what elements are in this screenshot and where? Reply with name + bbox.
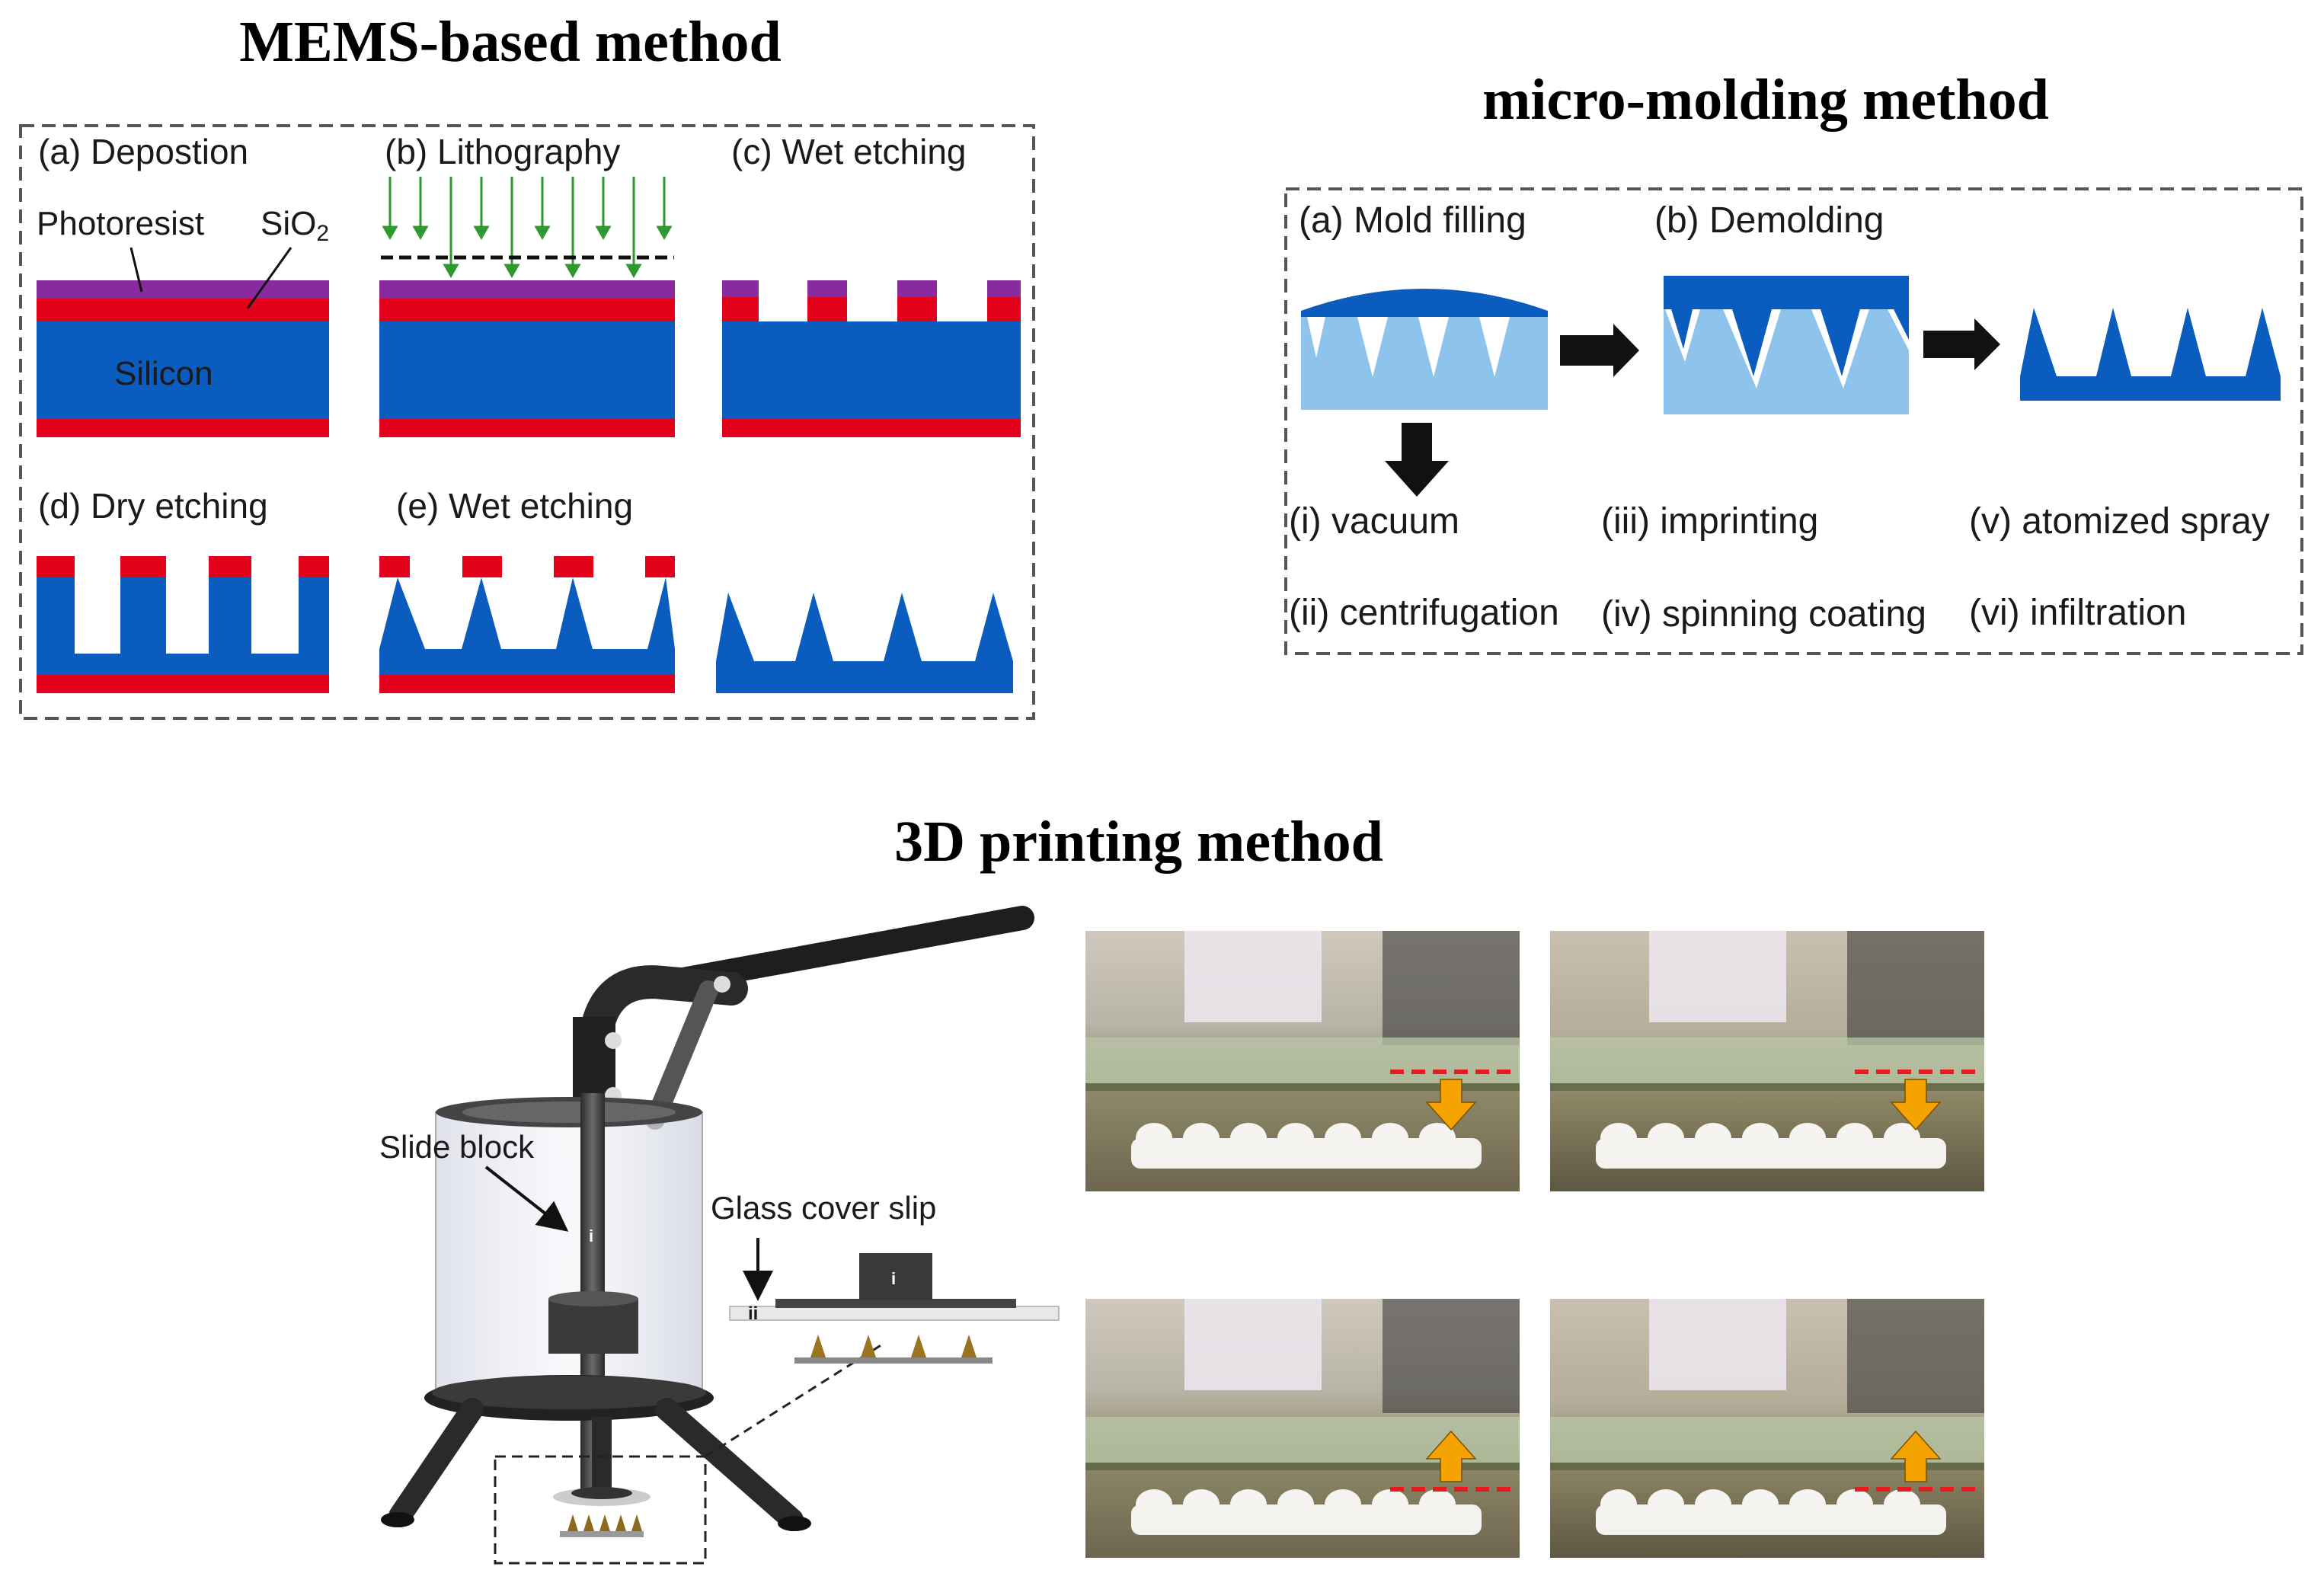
mems-step-e-label: (e) Wet etching bbox=[396, 486, 633, 526]
mems-step-a-label: (a) Depostion bbox=[38, 132, 248, 171]
mems-step-d-label: (d) Dry etching bbox=[38, 486, 268, 526]
demolding-graphic bbox=[1664, 276, 1909, 414]
mems-title: MEMS-based method bbox=[239, 10, 781, 74]
motion-arrow-down-icon bbox=[1890, 1079, 1942, 1131]
mems-final-microneedles bbox=[716, 593, 1013, 693]
mems-stack-d bbox=[37, 556, 329, 693]
motion-arrow-up-icon bbox=[1890, 1430, 1942, 1482]
glass-cover-slip-label: Glass cover slip bbox=[711, 1190, 936, 1226]
printing-photo-grid bbox=[1085, 931, 1984, 1558]
technique-vacuum: (i) vacuum bbox=[1289, 501, 1459, 542]
silicon-label: Silicon bbox=[114, 355, 213, 392]
technique-spinning-coating: (iv) spinning coating bbox=[1601, 594, 1926, 635]
micromolding-title: micro-molding method bbox=[1482, 68, 2049, 132]
arrow-to-demolding bbox=[1560, 324, 1639, 377]
arrow-to-techniques bbox=[1385, 423, 1449, 497]
mems-stack-a: Silicon Photoresist SiO2 bbox=[37, 205, 329, 437]
sio2-label: SiO2 bbox=[261, 205, 329, 246]
arrow-to-final bbox=[1923, 318, 2000, 370]
cover-slip-block-marker: i bbox=[891, 1269, 896, 1288]
mems-stack-e bbox=[379, 556, 675, 693]
uv-light-arrows bbox=[382, 177, 673, 279]
mems-dashed-frame bbox=[19, 124, 1035, 720]
mems-stack-c bbox=[722, 280, 1021, 437]
photoresist-pointer bbox=[129, 247, 143, 293]
printing-photo-3 bbox=[1085, 1299, 1520, 1558]
mems-step-c-label: (c) Wet etching bbox=[731, 132, 966, 171]
glass-cover-slip-detail: Glass cover slip i ii bbox=[711, 1190, 1060, 1364]
sio2-pointer bbox=[246, 247, 292, 309]
technique-atomized-spray: (v) atomized spray bbox=[1969, 501, 2270, 542]
technique-centrifugation: (ii) centrifugation bbox=[1289, 593, 1559, 633]
photoresist-label: Photoresist bbox=[37, 205, 204, 242]
cover-slip-marker: ii bbox=[748, 1303, 758, 1324]
demolding-label: (b) Demolding bbox=[1654, 200, 1884, 241]
mems-stack-b bbox=[379, 177, 675, 437]
technique-imprinting: (iii) imprinting bbox=[1601, 501, 1818, 542]
printing-photo-4 bbox=[1550, 1299, 1984, 1558]
mems-step-b-label: (b) Lithography bbox=[385, 132, 620, 171]
slide-block-pointer bbox=[484, 1166, 569, 1232]
micromolding-dashed-frame bbox=[1284, 187, 2303, 655]
motion-arrow-down-icon bbox=[1425, 1079, 1477, 1131]
printing-photo-2 bbox=[1550, 931, 1984, 1191]
mold-filling-graphic bbox=[1301, 289, 1548, 410]
zoom-region bbox=[494, 1455, 707, 1565]
technique-infiltration: (vi) infiltration bbox=[1969, 593, 2186, 633]
mold-filling-label: (a) Mold filling bbox=[1299, 200, 1526, 241]
slide-block-marker: i bbox=[589, 1226, 593, 1245]
printing-title: 3D printing method bbox=[894, 810, 1383, 874]
motion-arrow-up-icon bbox=[1425, 1430, 1477, 1482]
printing-photo-1 bbox=[1085, 931, 1520, 1191]
press-device: i bbox=[381, 906, 1034, 1531]
micromolded-needles bbox=[2020, 308, 2281, 401]
zoom-mini-needles bbox=[560, 1514, 644, 1537]
slide-block-label: Slide block bbox=[379, 1129, 535, 1165]
